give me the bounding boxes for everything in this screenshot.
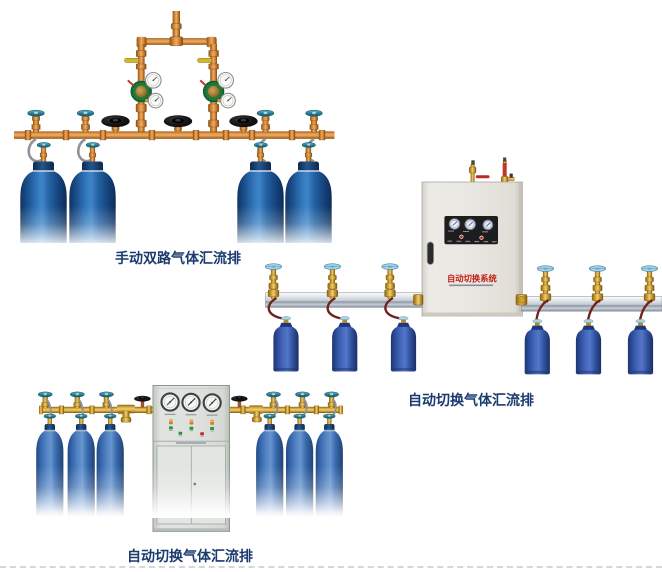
svg-text:自动切换系统: 自动切换系统	[447, 274, 497, 284]
